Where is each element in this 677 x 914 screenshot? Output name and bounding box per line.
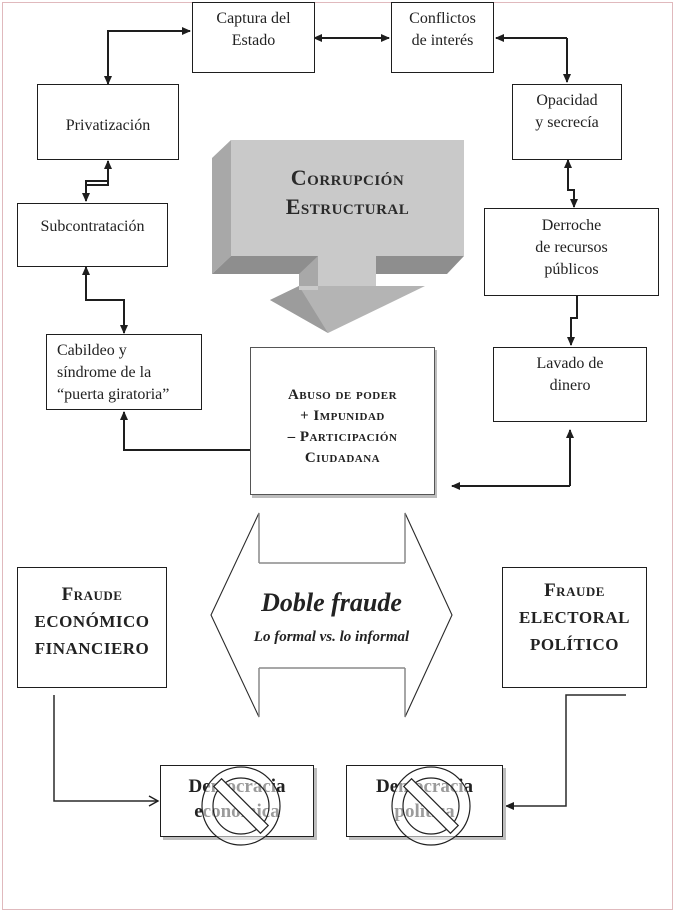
node-fraude-electoral-politico[interactable]: Fraude electoral político bbox=[502, 567, 647, 688]
connector-subcontratacion-cabildeo bbox=[86, 299, 128, 334]
node-label: Ciudadana bbox=[304, 450, 381, 466]
arrow-stem-bevel bbox=[299, 256, 318, 290]
node-label: + Impunidad bbox=[300, 408, 385, 424]
node-label: Privatización bbox=[65, 117, 151, 134]
node-label: – Participación bbox=[287, 429, 398, 445]
node-derroche-de-recursos-publicos[interactable]: Derroche de recursos públicos bbox=[484, 208, 659, 296]
node-lavado-de-dinero[interactable]: Lavado de dinero bbox=[493, 347, 647, 422]
node-label: Subcontratación bbox=[40, 218, 145, 235]
node-democracia-politica[interactable]: Democracia política bbox=[346, 765, 503, 837]
node-label: Estado bbox=[231, 32, 276, 49]
node-label: Conflictos bbox=[409, 10, 476, 27]
connectors bbox=[82, 27, 578, 490]
node-opacidad-y-secrecia[interactable]: Opacidad y secrecía bbox=[512, 84, 622, 160]
node-subcontratacion[interactable]: Subcontratación bbox=[17, 203, 168, 267]
node-privatizacion[interactable]: Privatización bbox=[37, 84, 179, 160]
node-label: Captura del bbox=[216, 10, 291, 27]
node-label: económico bbox=[34, 612, 150, 631]
node-label: financiero bbox=[34, 639, 150, 658]
node-label: Opacidad bbox=[536, 92, 598, 109]
node-label: Lavado de bbox=[536, 355, 604, 372]
node-label: Fraude bbox=[61, 584, 123, 605]
node-fraude-economico-financiero[interactable]: Fraude económico financiero bbox=[17, 567, 167, 688]
corrupcion-estructural-arrow bbox=[212, 140, 464, 333]
connector-privatizacion-captura bbox=[107, 27, 191, 83]
doble-fraude-double-arrow bbox=[210, 512, 453, 718]
estructural-label: Estructural bbox=[285, 194, 410, 219]
node-conflictos-de-interes[interactable]: Conflictos de interés bbox=[391, 2, 494, 73]
arrow-face bbox=[231, 140, 464, 256]
node-label: dinero bbox=[549, 377, 591, 394]
arrow-stem bbox=[318, 256, 376, 286]
node-captura-del-estado[interactable]: Captura del Estado bbox=[192, 2, 315, 73]
node-label: Cabildeo y bbox=[57, 342, 127, 359]
node-label: Democracia bbox=[375, 776, 474, 797]
node-label: económica bbox=[194, 801, 280, 822]
connector-abuso-cabildeo bbox=[120, 411, 250, 451]
node-label: político bbox=[529, 635, 620, 654]
node-label: “puerta giratoria” bbox=[57, 386, 170, 403]
node-label: públicos bbox=[544, 261, 599, 278]
node-democracia-economica[interactable]: Democracia económica bbox=[160, 765, 314, 837]
node-label: Derroche bbox=[541, 217, 602, 234]
node-label: síndrome de la bbox=[57, 364, 152, 381]
node-cabildeo-puerta-giratoria[interactable]: Cabildeo y síndrome de la “puerta girato… bbox=[46, 334, 202, 410]
arrow-left-bevel bbox=[212, 140, 231, 274]
connector-opacidad-derroche bbox=[564, 159, 574, 191]
connector-derroche-lavado bbox=[567, 296, 578, 346]
doble-fraude-title: Doble fraude bbox=[261, 588, 402, 617]
node-label: Abuso de poder bbox=[287, 387, 398, 403]
node-label: de recursos bbox=[535, 239, 608, 256]
node-label: electoral bbox=[519, 608, 630, 627]
corrupcion-label: Corrupción bbox=[290, 165, 405, 190]
node-label: de interés bbox=[411, 32, 474, 49]
node-label: Fraude bbox=[544, 580, 605, 601]
node-abuso-de-poder[interactable]: Abuso de poder + Impunidad – Participaci… bbox=[250, 347, 435, 495]
node-label: política bbox=[394, 801, 455, 822]
connector-fraude-economico-democracia bbox=[53, 695, 160, 807]
connector-privatizacion-subcontratacion bbox=[82, 180, 108, 202]
doble-fraude-subtitle: Lo formal vs. lo informal bbox=[253, 629, 410, 645]
corrupcion-estructural-label: Corrupción Estructural bbox=[231, 163, 464, 221]
node-label: y secrecía bbox=[535, 114, 599, 131]
node-label: Democracia bbox=[188, 776, 286, 797]
connector-fraude-electoral-democracia bbox=[505, 694, 626, 810]
